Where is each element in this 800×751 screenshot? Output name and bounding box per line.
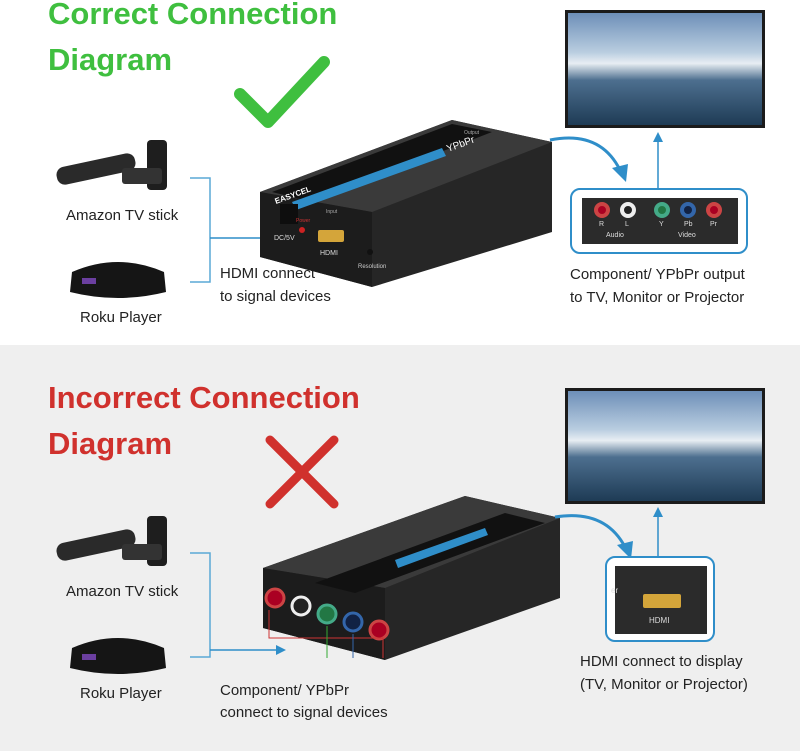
tv-image <box>565 388 765 504</box>
port-r: R <box>599 221 605 228</box>
hdmi-to-ypbpr-converter: DC/5V Power HDMI Resolution YPbPr EASYCE… <box>260 120 552 287</box>
dc-label: DC/5V <box>274 235 295 242</box>
output-arrows <box>554 507 663 565</box>
amazon-tv-stick-image <box>56 140 167 190</box>
correct-title-line2: Diagram <box>48 42 173 77</box>
port-pb: Pb <box>684 221 693 228</box>
check-mark-icon <box>234 56 330 128</box>
input-caption-line2: to signal devices <box>220 288 331 305</box>
source-label-roku: Roku Player <box>80 685 162 702</box>
incorrect-title-line2: Diagram <box>48 426 173 461</box>
resolution-label: Resolution <box>358 264 386 270</box>
roku-player-image <box>70 262 166 298</box>
video-group: Video <box>678 232 696 239</box>
output-arrows <box>549 132 663 188</box>
amazon-tv-stick-image <box>56 516 167 566</box>
x-mark-icon <box>265 435 339 509</box>
input-label: Input <box>326 209 338 215</box>
incorrect-title-line1: Incorrect Connection <box>48 380 360 415</box>
roku-player-image <box>70 638 166 674</box>
source-label-amazon: Amazon TV stick <box>66 583 179 600</box>
hdmi-port-icon <box>643 594 681 608</box>
port-y: Y <box>659 221 664 228</box>
hdmi-panel-label: HDMI <box>649 616 670 625</box>
output-caption-line1: HDMI connect to display <box>580 653 743 670</box>
connection-bracket <box>190 552 286 658</box>
output-caption-line1: Component/ YPbPr output <box>570 266 745 283</box>
power-label: Power <box>296 218 311 224</box>
input-caption-line1: Component/ YPbPr <box>220 682 349 699</box>
output-label: Output <box>464 130 480 136</box>
port-pr: Pr <box>710 221 717 228</box>
hdmi-port-label: HDMI <box>320 250 338 257</box>
component-port-panel: R L Y Pb Pr Audio Video <box>570 188 748 254</box>
correct-title-line1: Correct Connection <box>48 0 338 31</box>
output-caption-line2: (TV, Monitor or Projector) <box>580 676 748 693</box>
panel-partial-label: er <box>611 586 619 595</box>
input-caption-line2: connect to signal devices <box>220 704 388 721</box>
port-l: L <box>625 221 629 228</box>
ypbpr-to-hdmi-converter-reversed <box>263 496 560 660</box>
output-caption-line2: to TV, Monitor or Projector <box>570 289 745 306</box>
input-caption-line1: HDMI connect <box>220 265 316 282</box>
source-label-amazon: Amazon TV stick <box>66 207 179 224</box>
source-label-roku: Roku Player <box>80 309 162 326</box>
tv-image <box>565 10 765 128</box>
hdmi-port-panel: er HDMI <box>605 556 715 642</box>
audio-group: Audio <box>606 232 624 239</box>
